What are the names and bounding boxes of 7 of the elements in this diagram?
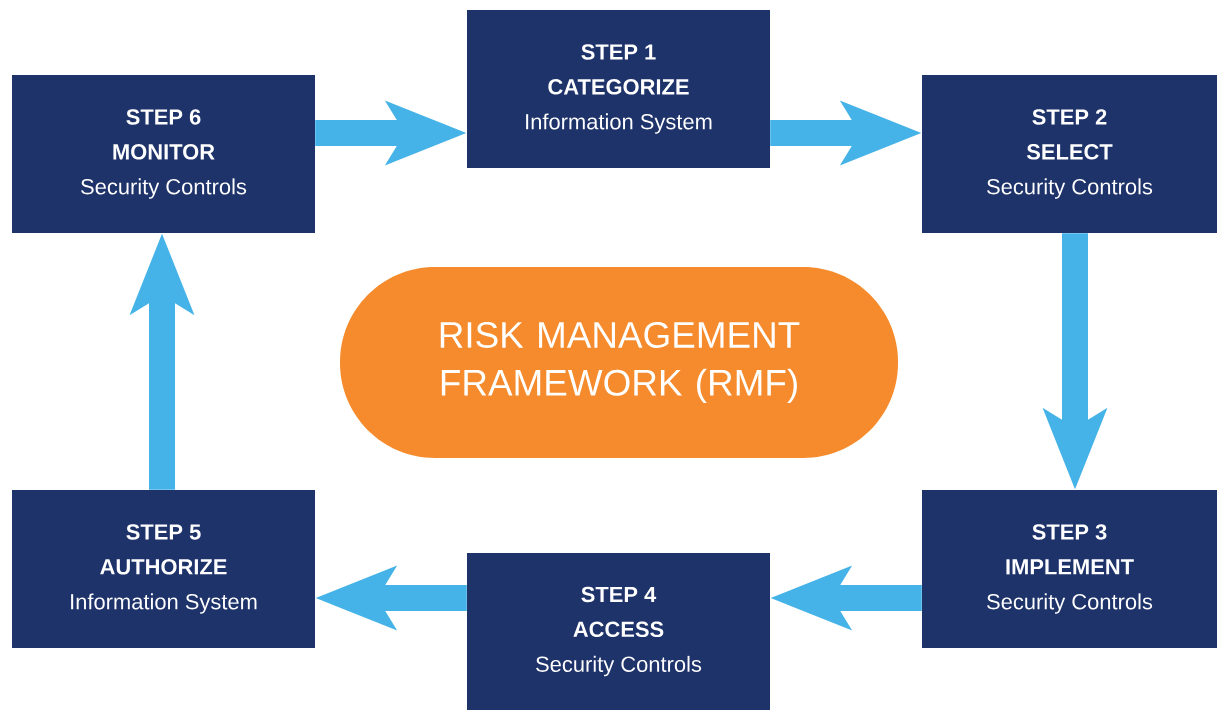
step-box: STEP 2 SELECT Security Controls: [922, 75, 1217, 233]
step-box: STEP 4 ACCESS Security Controls: [467, 553, 770, 710]
step-box: STEP 1 CATEGORIZE Information System: [467, 10, 770, 168]
framework-label: RISK MANAGEMENT FRAMEWORK (RMF): [340, 267, 898, 458]
step-box: STEP 3 IMPLEMENT Security Controls: [922, 490, 1217, 648]
step-box: STEP 6 MONITOR Security Controls: [12, 75, 315, 233]
step-box: STEP 5 AUTHORIZE Information System: [12, 490, 315, 648]
